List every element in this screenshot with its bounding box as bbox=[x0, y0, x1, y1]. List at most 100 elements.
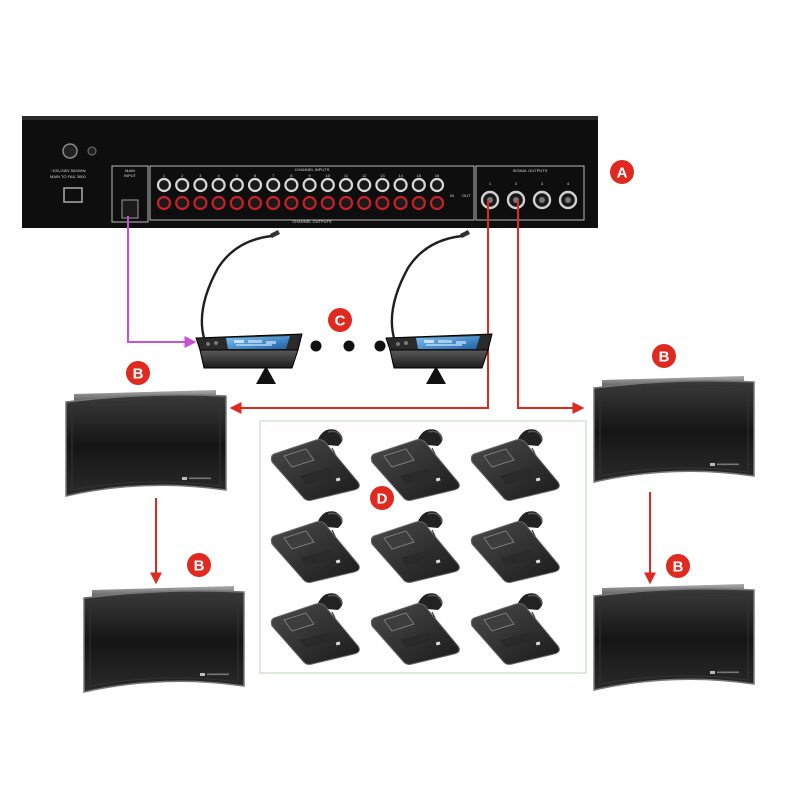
input-connection-line bbox=[127, 216, 197, 348]
main-input-port-icon bbox=[121, 199, 139, 219]
signal-jacks: 1 2 3 4 bbox=[480, 181, 578, 210]
dot-icon bbox=[343, 340, 355, 352]
badge-b-top-right: B bbox=[652, 344, 676, 368]
badge-b-label: B bbox=[673, 559, 684, 576]
badge-b-bottom-left: B bbox=[187, 553, 211, 577]
channel-output-jack-icon bbox=[156, 195, 172, 211]
signal-line-left bbox=[229, 200, 489, 414]
channel-input-jack-icon bbox=[429, 177, 445, 193]
receiver-device-icon bbox=[470, 428, 561, 502]
up-triangle-icon bbox=[256, 366, 276, 384]
control-unit: ~100-240V 50/60Hz MAIN TO FAIL 3000 MAIN… bbox=[22, 116, 598, 228]
channel-number: 16 bbox=[435, 173, 440, 178]
badge-d: D bbox=[370, 486, 394, 510]
channel-input-jack-icon bbox=[284, 177, 299, 193]
channel-number: 10 bbox=[326, 173, 331, 178]
channel-outputs-label: CHANNEL OUTPUTS bbox=[292, 219, 332, 224]
speaker-bottom-right bbox=[593, 583, 755, 691]
badge-c-label: C bbox=[335, 313, 346, 330]
signal-outputs-label: SIGNAL OUTPUTS bbox=[513, 168, 548, 173]
channel-input-jack-icon bbox=[175, 177, 190, 193]
channel-output-jack-icon bbox=[411, 195, 426, 211]
channel-output-jack-icon bbox=[211, 195, 226, 211]
badge-a: A bbox=[610, 160, 634, 184]
receiver-device-icon bbox=[470, 510, 561, 584]
channel-number: 3 bbox=[199, 173, 202, 178]
channel-output-jack-icon bbox=[266, 195, 281, 211]
channel-input-jack-icon bbox=[156, 177, 172, 193]
channel-output-jack-icon bbox=[393, 195, 408, 211]
channel-number: 1 bbox=[163, 173, 166, 178]
channel-input-jack-icon bbox=[247, 177, 263, 193]
signal-output-number: 4 bbox=[567, 181, 570, 186]
signal-line-right bbox=[517, 200, 585, 414]
badge-b-bottom-right: B bbox=[666, 554, 690, 578]
signal-output-jack-pin bbox=[565, 197, 571, 203]
channel-input-jack-icon bbox=[338, 177, 354, 193]
receiver-device-icon bbox=[470, 592, 561, 666]
channel-number: 2 bbox=[181, 173, 184, 178]
channel-output-jack-icon bbox=[302, 195, 317, 211]
channel-output-jack-icon bbox=[284, 195, 299, 211]
speaker-bottom-left bbox=[83, 585, 245, 693]
channel-input-jack-icon bbox=[320, 177, 335, 193]
channel-output-jack-icon bbox=[357, 195, 372, 211]
channel-number: 8 bbox=[290, 173, 293, 178]
rack-power-text-1: ~100-240V 50/60Hz bbox=[50, 168, 86, 173]
rack-power-text-2: MAIN TO FAIL 3000 bbox=[50, 174, 86, 179]
channel-number: 11 bbox=[344, 173, 349, 178]
signal-outputs-frame bbox=[475, 165, 585, 221]
channel-output-jack-icon bbox=[375, 195, 390, 211]
channel-number: 4 bbox=[217, 173, 220, 178]
channel-input-jack-icon bbox=[211, 177, 226, 193]
main-input-frame bbox=[111, 165, 149, 223]
channel-output-jack-icon bbox=[429, 195, 445, 211]
signal-output-number: 1 bbox=[489, 181, 492, 186]
main-input-label-2: INPUT bbox=[124, 173, 137, 178]
receiver-grid bbox=[270, 428, 561, 666]
channel-output-jack-icon bbox=[193, 195, 208, 211]
badge-d-label: D bbox=[377, 491, 388, 508]
receiver-device-icon bbox=[270, 428, 361, 502]
power-knob-icon bbox=[62, 143, 78, 159]
power-socket-icon bbox=[63, 187, 83, 203]
channel-number: 15 bbox=[417, 173, 422, 178]
channel-number: 5 bbox=[236, 173, 239, 178]
channel-number: 12 bbox=[362, 173, 367, 178]
channel-inputs-label: CHANNEL INPUTS bbox=[295, 167, 330, 172]
dot-icon bbox=[310, 340, 322, 352]
speaker-top-left bbox=[65, 389, 227, 497]
badge-c: C bbox=[328, 308, 352, 332]
receiver-device-icon bbox=[370, 510, 461, 584]
channel-number: 7 bbox=[272, 173, 275, 178]
up-triangle-icon bbox=[426, 366, 446, 384]
channel-input-jack-icon bbox=[357, 177, 372, 193]
receiver-device-icon bbox=[370, 592, 461, 666]
badge-b-label: B bbox=[194, 558, 205, 575]
channel-input-jack-icon bbox=[266, 177, 281, 193]
conference-unit-2 bbox=[384, 228, 494, 370]
channel-output-jack-icon bbox=[320, 195, 335, 211]
badge-b-top-left: B bbox=[126, 361, 150, 385]
channel-input-jack-icon bbox=[302, 177, 317, 193]
badge-a-label: A bbox=[617, 165, 628, 182]
ground-screw-icon bbox=[87, 146, 97, 156]
speaker-top-right bbox=[593, 375, 755, 483]
signal-output-number: 2 bbox=[515, 181, 518, 186]
receiver-panel bbox=[259, 420, 587, 674]
receiver-device-icon bbox=[270, 510, 361, 584]
channel-input-jack-icon bbox=[375, 177, 390, 193]
signal-output-jack-pin bbox=[539, 197, 545, 203]
main-input-label-1: MAIN bbox=[125, 168, 135, 173]
badge-b-label: B bbox=[133, 366, 144, 383]
channel-number: 6 bbox=[254, 173, 257, 178]
channel-number: 9 bbox=[308, 173, 311, 178]
side-tag-in: IN bbox=[450, 193, 454, 198]
channel-input-jack-icon bbox=[393, 177, 408, 193]
signal-output-number: 3 bbox=[541, 181, 544, 186]
channel-number: 14 bbox=[398, 173, 403, 178]
channel-section-frame bbox=[149, 165, 475, 221]
side-tag-out: OUT bbox=[462, 193, 471, 198]
